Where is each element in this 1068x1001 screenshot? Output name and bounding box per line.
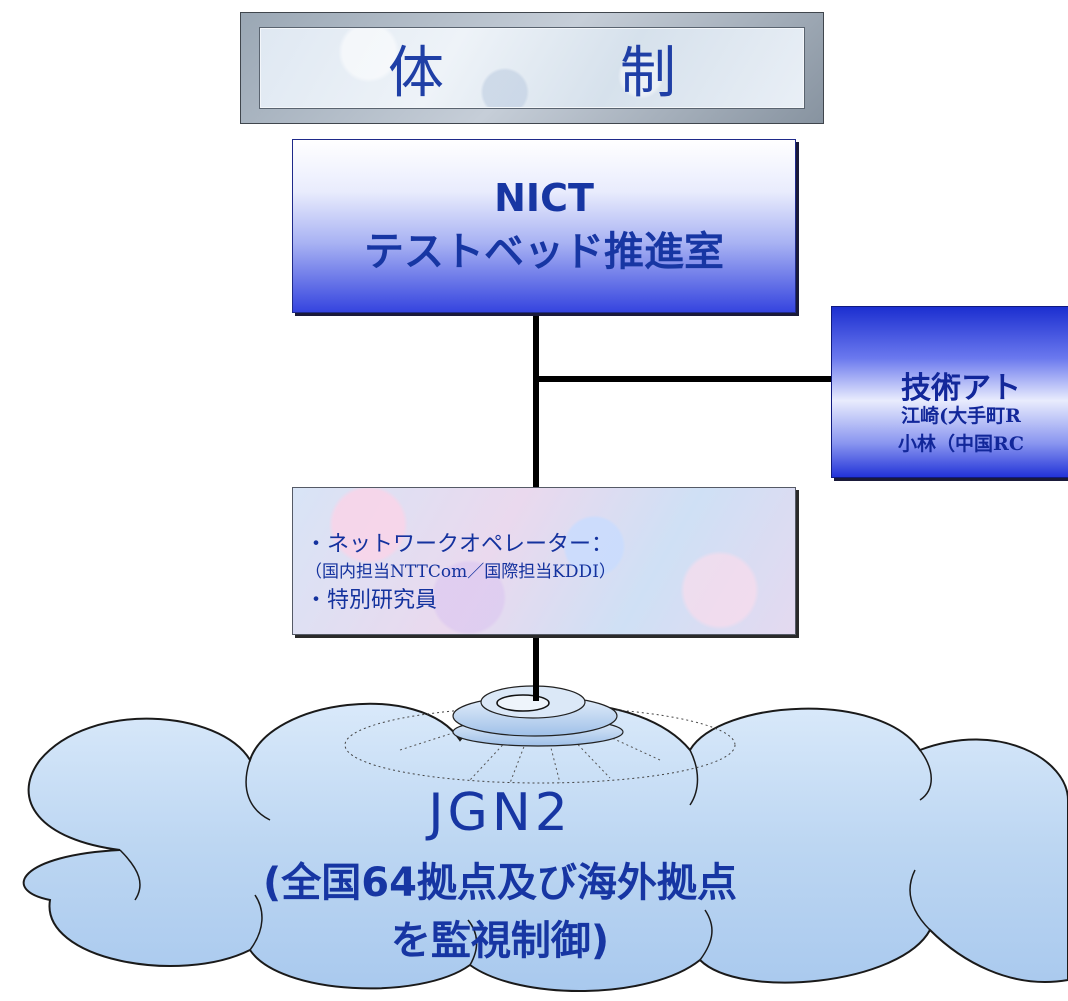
network-scope-line1: (全国64拠点及び海外拠点 <box>263 860 737 906</box>
title-inner-panel: 体 制 <box>259 27 805 109</box>
broadcast-ring <box>344 706 736 784</box>
connector-operator-to-network <box>533 635 539 701</box>
network-hub-icon <box>452 685 624 747</box>
cloud-shape <box>22 702 1068 992</box>
nict-label: NICT <box>494 176 594 220</box>
connector-to-advisor <box>533 376 833 382</box>
advisor-member-1: 江崎(大手町R <box>901 405 1021 427</box>
operator-assignment-label: （国内担当NTTCom／国際担当KDDI） <box>305 562 616 582</box>
testbed-office-label: テストベッド推進室 <box>364 229 724 275</box>
network-scope-line2: を監視制御) <box>390 918 610 964</box>
connector-nict-to-operator <box>533 313 539 487</box>
special-researcher-label: ・特別研究員 <box>305 588 438 613</box>
network-name: JGN2 <box>428 783 572 843</box>
technical-advisor-box: 技術アト 江崎(大手町R 小林（中国RC <box>831 306 1068 478</box>
nict-office-box: NICT テストベッド推進室 <box>292 139 796 313</box>
network-operator-label: ・ネットワークオペレーター： <box>305 532 614 557</box>
advisor-member-2: 小林（中国RC <box>898 433 1024 455</box>
page-title: 体 制 <box>388 40 736 106</box>
title-plaque: 体 制 <box>240 12 824 124</box>
operator-box: ・ネットワークオペレーター： （国内担当NTTCom／国際担当KDDI） ・特別… <box>292 487 796 635</box>
advisor-title: 技術アト <box>901 371 1021 406</box>
